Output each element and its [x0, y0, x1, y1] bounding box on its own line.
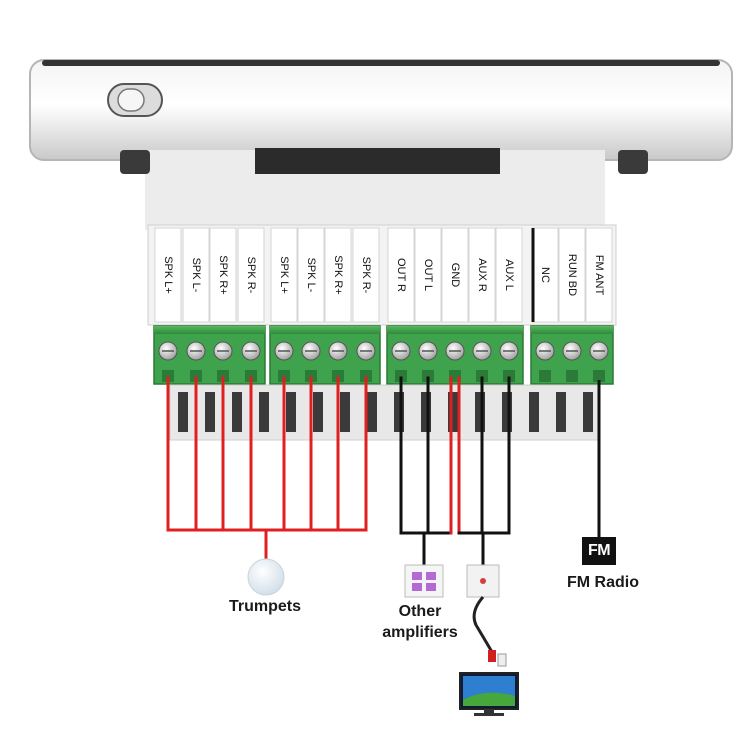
terminal-label-strip: [237, 227, 265, 323]
terminal-label-strip: [585, 227, 613, 323]
comb-slot: [448, 392, 458, 432]
other-amplifiers-label-line2: amplifiers: [382, 624, 458, 641]
terminal-label-strip: [154, 227, 182, 323]
comb-slot: [259, 392, 269, 432]
wire-entry: [539, 370, 551, 382]
terminal-block-top: [531, 326, 613, 334]
comb-slot: [286, 392, 296, 432]
terminal-label: SPK L-: [190, 258, 202, 293]
comb-slot: [232, 392, 242, 432]
wire-entry: [422, 370, 434, 382]
housing-comb: [169, 384, 601, 441]
terminal-label: SPK R+: [332, 255, 344, 294]
terminal-label: OUT L: [422, 259, 434, 291]
comb-slot: [529, 392, 539, 432]
terminal-label: SPK R-: [245, 257, 257, 294]
fm-radio-label: FM Radio: [567, 574, 639, 591]
comb-slot: [313, 392, 323, 432]
comb-slot: [340, 392, 350, 432]
wire-entry: [593, 370, 605, 382]
wire-entry: [566, 370, 578, 382]
wire-entry: [503, 370, 515, 382]
terminal-label-strip: [270, 227, 298, 323]
terminal-label-strip: [558, 227, 586, 323]
fm-radio-icon: FM: [582, 537, 616, 565]
terminal-label: SPK R-: [360, 257, 372, 294]
terminal-label-strip: [531, 227, 559, 323]
comb-slot: [583, 392, 593, 432]
comb-slot: [502, 392, 512, 432]
amplifier-panel-icon: [404, 564, 444, 598]
terminal-labels: SPK L+ SPK L- SPK R+ SPK R- SPK L+ SPK L- SPK …: [154, 227, 613, 323]
comb-slot: [367, 392, 377, 432]
terminal-label: AUX R: [476, 258, 488, 292]
wire-entry: [245, 370, 257, 382]
wire-entry: [332, 370, 344, 382]
terminal-label-strip: [352, 227, 380, 323]
terminal-label: GND: [449, 263, 461, 288]
slide-switch[interactable]: [107, 83, 163, 117]
comb-slot: [205, 392, 215, 432]
terminal-label: AUX L: [503, 259, 515, 291]
terminal-label-strip: [414, 227, 442, 323]
terminal-block-top: [387, 326, 523, 334]
terminal-label: FM ANT: [593, 255, 605, 296]
terminal-block-top: [270, 326, 380, 334]
terminal-block-top: [154, 326, 265, 334]
terminal-label-strip: [441, 227, 469, 323]
comb-slot: [475, 392, 485, 432]
terminal-label: SPK L+: [278, 256, 290, 294]
terminal-label-strip: [495, 227, 523, 323]
terminal-label-strip: [324, 227, 352, 323]
terminal-label: OUT R: [395, 258, 407, 292]
wire-entry: [190, 370, 202, 382]
terminal-label: RUN BD: [566, 254, 578, 296]
wire-entry: [278, 370, 290, 382]
other-amplifiers-label-line1: Other: [398, 603, 442, 620]
audio-wall-plate-icon: [466, 564, 507, 667]
comb-slot: [178, 392, 188, 432]
terminal-label-strip: [297, 227, 325, 323]
comb-slot: [421, 392, 431, 432]
wire-entry: [305, 370, 317, 382]
terminal-label-strip: [468, 227, 496, 323]
wire-entry: [360, 370, 372, 382]
terminal-label-strip: [182, 227, 210, 323]
terminal-label: SPK R+: [217, 255, 229, 294]
terminal-label-strip: [387, 227, 415, 323]
terminal-label: SPK L-: [305, 258, 317, 293]
comb-slot: [556, 392, 566, 432]
trumpet-speaker-icon: [247, 558, 285, 596]
wires: [166, 376, 511, 567]
tv-icon: [459, 672, 519, 716]
terminal-label: SPK L+: [162, 256, 174, 294]
terminal-label: NC: [539, 267, 551, 283]
terminal-label-strip: [209, 227, 237, 323]
terminal-blocks: [153, 325, 614, 385]
wire-entry: [217, 370, 229, 382]
comb-slot: [394, 392, 404, 432]
wire-entry: [476, 370, 488, 382]
device-housing: [29, 59, 733, 230]
trumpets-label: Trumpets: [228, 598, 301, 615]
wire-entry: [395, 370, 407, 382]
wire-entry: [162, 370, 174, 382]
